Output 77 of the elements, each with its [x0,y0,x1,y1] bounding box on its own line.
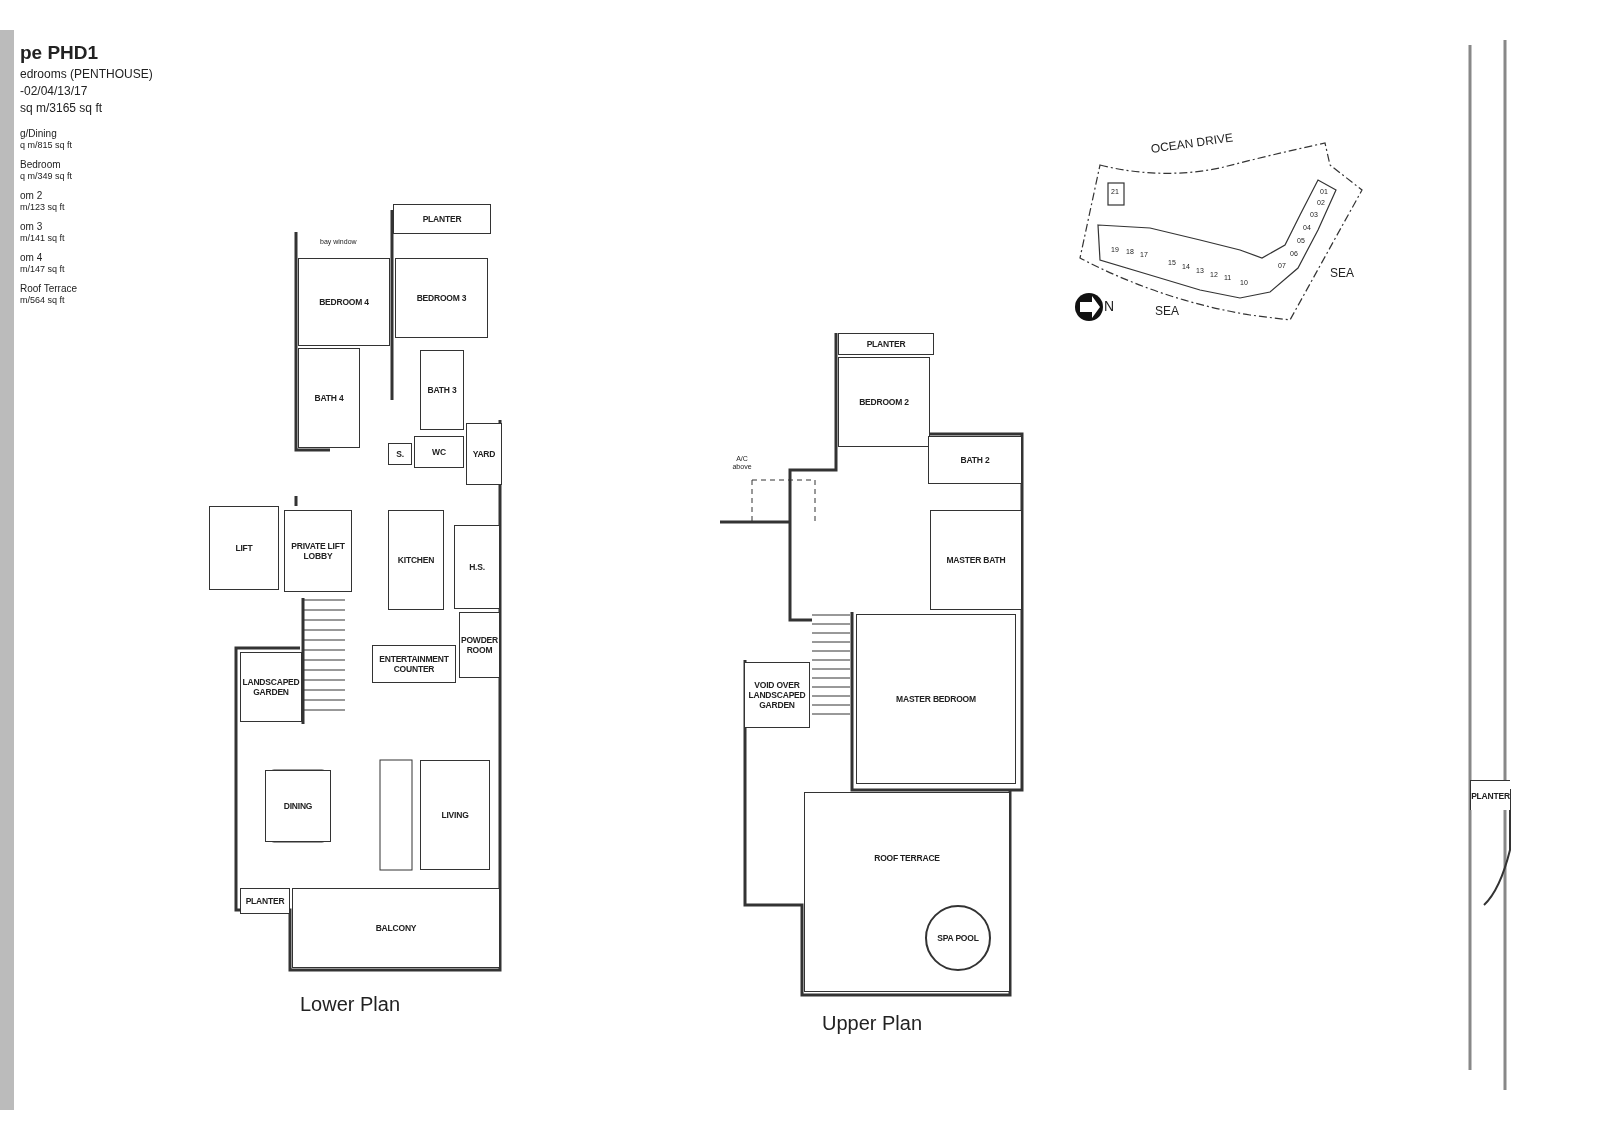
room-outline [372,645,456,683]
room-label: LANDSCAPED GARDEN [241,677,301,697]
plan-title: Upper Plan [822,1012,923,1035]
room-label: PLANTER [245,896,285,906]
room-label: BATH 2 [960,455,990,465]
room-label: ROOF TERRACE [874,853,940,863]
room-outline [930,510,1022,610]
unit-info-text: sq m/3165 sq ft [20,101,103,115]
area-text: m/564 sq ft [20,295,65,305]
room-label: BEDROOM 2 [859,397,909,407]
room-outline [928,436,1022,484]
road-name: OCEAN DRIVE [1150,130,1234,156]
room-label: PLANTER [1471,790,1510,801]
room-label: ENTERTAINMENT COUNTER [378,654,450,674]
north-label: N [1104,298,1115,314]
unit-info-text: edrooms (PENTHOUSE) [20,67,153,81]
room-label: SPA POOL [937,933,979,943]
room-label: KITCHEN [397,555,435,565]
room-outline [292,888,500,968]
area-text: m/123 sq ft [20,202,65,212]
area-text: om 4 [20,252,43,263]
room-outline [420,760,490,870]
room-label: BEDROOM 3 [416,293,467,303]
room-outline [1470,780,1510,810]
room-outline [265,770,331,842]
area-text: g/Dining [20,128,57,139]
room-label: PRIVATE LIFT LOBBY [290,541,346,561]
area-text: Bedroom [20,159,61,170]
room-label: BATH 4 [314,393,344,403]
area-text: q m/815 sq ft [20,140,73,150]
room-outline [388,443,412,465]
room-label: BALCONY [375,923,417,933]
room-outline [459,612,500,678]
room-label: H.S. [469,562,485,572]
room-outline [420,350,464,430]
area-text: om 3 [20,221,43,232]
room-outline [284,510,352,592]
room-label: BATH 3 [427,385,457,395]
room-label: PLANTER [866,339,906,349]
room-outline [454,525,500,609]
area-text: om 2 [20,190,43,201]
room-outline [804,792,1010,992]
sea-label: SEA [1330,266,1354,280]
room-label: POWDER ROOM [460,635,499,655]
room-outline [388,510,444,610]
sea-label: SEA [1155,304,1179,318]
room-label: LIVING [441,810,469,820]
room-label: DINING [283,801,313,811]
room-label: VOID OVER LANDSCAPED GARDEN [747,680,807,710]
area-text: m/147 sq ft [20,264,65,274]
room-label: MASTER BEDROOM [896,694,976,704]
unit-info-text: -02/04/13/17 [20,84,88,98]
area-text: q m/349 sq ft [20,171,73,181]
room-label: YARD [472,449,496,459]
room-outline [298,348,360,448]
room-outline [856,614,1016,784]
room-outline [838,333,934,355]
room-outline [838,357,930,447]
unit-type-heading: pe PHD1 [20,42,99,64]
room-outline [298,258,390,346]
room-label: LIFT [235,543,253,553]
room-label: WC [432,447,446,457]
plan-title: Lower Plan [300,993,401,1016]
room-outline [466,423,502,485]
room-outline [393,204,491,234]
room-outline [240,888,290,914]
area-text: m/141 sq ft [20,233,65,243]
room-outline [209,506,279,590]
area-text: Roof Terrace [20,283,78,294]
room-outline [414,436,464,468]
room-outline [395,258,488,338]
room-outline [744,662,810,728]
room-label: S. [396,449,404,459]
room-label: BEDROOM 4 [319,297,369,307]
room-label: PLANTER [422,214,462,224]
room-label: MASTER BATH [946,555,1006,565]
room-outline [240,652,302,722]
